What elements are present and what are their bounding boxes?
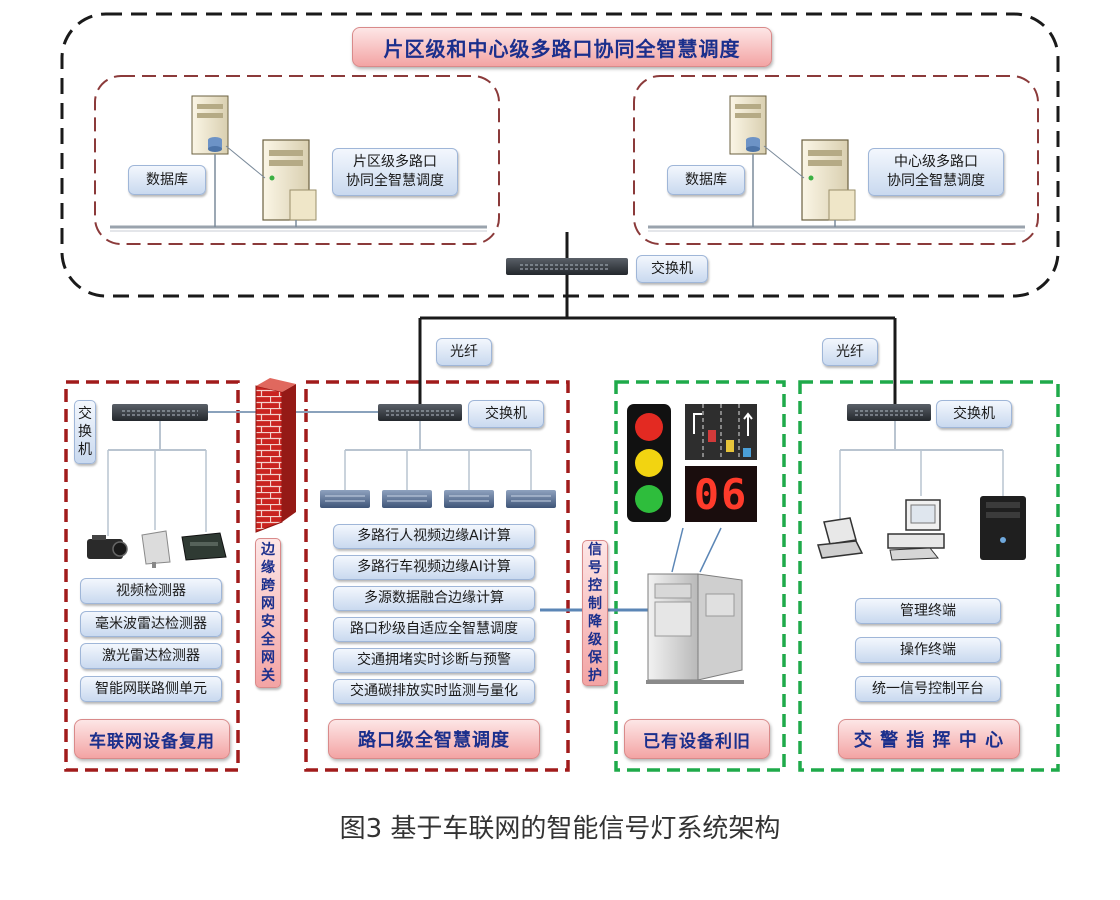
- intersection-function-label: 多路行车视频边缘AI计算: [333, 555, 535, 580]
- iov-zone: [64, 380, 240, 772]
- edge-compute-unit: [506, 490, 556, 508]
- command-switch-label: 交换机: [936, 400, 1012, 428]
- signal-cabinet-icon: [646, 573, 744, 684]
- countdown-display: 06: [685, 466, 757, 522]
- existing-zone-title: 已有设备利旧: [624, 719, 770, 759]
- traffic-light-icon: [627, 404, 671, 522]
- lane-signal-icon: [685, 404, 757, 460]
- district-server-label: 片区级多路口 协同全智慧调度: [332, 148, 458, 196]
- workstation-icon: [887, 499, 945, 561]
- fiber-right-label: 光纤: [822, 338, 878, 366]
- center-db-server: [729, 95, 767, 155]
- command-terminal-label: 管理终端: [855, 598, 1001, 624]
- tower-server-icon: [980, 496, 1026, 560]
- intersection-switch: [378, 404, 462, 421]
- cloud-boundary: [60, 12, 1060, 298]
- intersection-zone: [304, 380, 570, 772]
- district-app-server: [262, 139, 317, 221]
- center-db-label: 数据库: [667, 165, 745, 195]
- intersection-function-label: 交通碳排放实时监测与量化: [333, 679, 535, 704]
- iov-device-label: 毫米波雷达检测器: [80, 611, 222, 637]
- district-server-group: [94, 75, 500, 245]
- intersection-function-label: 路口秒级自适应全智慧调度: [333, 617, 535, 642]
- iov-device-label: 智能网联路侧单元: [80, 676, 222, 702]
- camera-icon: [87, 535, 128, 559]
- command-zone: [798, 380, 1060, 772]
- existing-zone: [614, 380, 786, 772]
- intersection-function-label: 多源数据融合边缘计算: [333, 586, 535, 611]
- edge-compute-unit: [382, 490, 432, 508]
- command-terminal-label: 操作终端: [855, 637, 1001, 663]
- fiber-left-label: 光纤: [436, 338, 492, 366]
- page-title: 片区级和中心级多路口协同全智慧调度: [352, 27, 772, 67]
- command-terminal-label: 统一信号控制平台: [855, 676, 1001, 702]
- core-switch-label: 交换机: [636, 255, 708, 283]
- intersection-switch-label: 交换机: [468, 400, 544, 428]
- edge-compute-unit: [444, 490, 494, 508]
- center-server-label: 中心级多路口 协同全智慧调度: [868, 148, 1004, 196]
- radar-icon: [141, 530, 171, 568]
- edge-compute-unit: [320, 490, 370, 508]
- command-switch: [847, 404, 931, 421]
- iov-device-label: 激光雷达检测器: [80, 643, 222, 669]
- iov-switch: [112, 404, 208, 421]
- lidar-icon: [181, 532, 227, 561]
- core-switch: [506, 258, 628, 275]
- iov-switch-label: 交换机: [74, 400, 96, 464]
- iov-zone-title: 车联网设备复用: [74, 719, 230, 759]
- firewall-icon: [255, 378, 296, 533]
- district-db-label: 数据库: [128, 165, 206, 195]
- countdown-digits: 06: [694, 470, 749, 519]
- district-db-server: [191, 95, 229, 155]
- laptop-icon: [817, 517, 864, 559]
- command-zone-title: 交 警 指 挥 中 心: [838, 719, 1020, 759]
- iov-device-label: 视频检测器: [80, 578, 222, 604]
- center-app-server: [801, 139, 856, 221]
- firewall-label: 边缘跨网安全网关: [255, 538, 281, 688]
- signal-protect-label: 信号控制降级保护: [582, 540, 608, 686]
- figure-caption: 图3 基于车联网的智能信号灯系统架构: [339, 814, 781, 844]
- intersection-function-label: 交通拥堵实时诊断与预警: [333, 648, 535, 673]
- intersection-function-label: 多路行人视频边缘AI计算: [333, 524, 535, 549]
- intersection-zone-title: 路口级全智慧调度: [328, 719, 540, 759]
- center-server-group: [633, 75, 1039, 245]
